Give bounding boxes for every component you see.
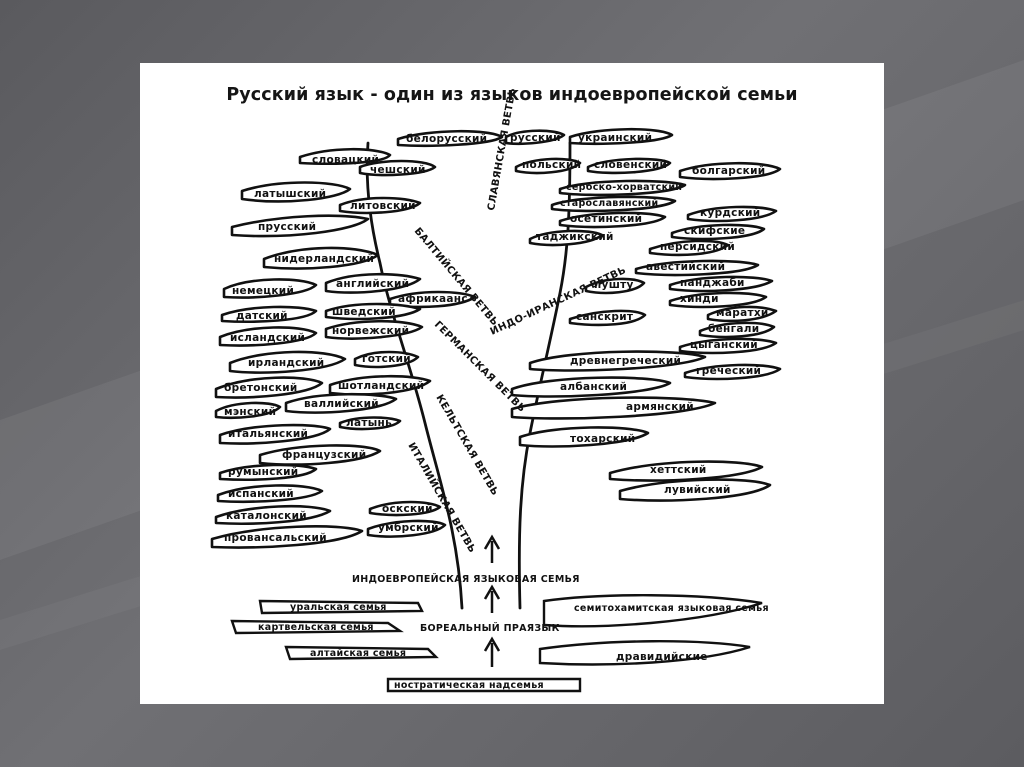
root-ribbons [230,594,763,693]
lang-label: чешский [370,164,426,176]
lang-label: русский [510,132,561,144]
lang-label: английский [336,278,409,290]
right-leaves [396,127,782,502]
lang-label: румынский [228,466,298,478]
lang-label: валлийский [304,398,379,410]
lang-label: армянский [626,401,694,413]
lang-label: оскский [382,503,433,515]
branch-indo-iranian: ИНДО-ИРАНСКАЯ ВЕТВЬ [489,265,628,338]
lang-label: немецкий [232,285,294,297]
lang-label: албанский [560,381,627,393]
root-altaic: алтайская семья [310,648,406,659]
root-nostratic: ностратическая надсемья [394,680,544,691]
lang-label: лувийский [664,484,731,496]
lang-label: ирландский [248,357,324,369]
lang-label: нидерландский [274,253,374,265]
language-tree-diagram: СЛАВЯНСКАЯ ВЕТВЬ БАЛТИЙСКАЯ ВЕТВЬ ГЕРМАН… [210,87,782,693]
lang-label: тохарский [570,433,635,445]
slide-card: Русский язык - один из языков индоевропе… [140,63,884,704]
lang-label: дравидийские [616,651,708,663]
right-language-labels: белорусский русский украинский польский … [406,132,769,663]
lang-label: украинский [578,132,652,144]
lang-label: умбрский [378,522,439,534]
root-indo-european: ИНДОЕВРОПЕЙСКАЯ ЯЗЫКОВАЯ СЕМЬЯ [352,573,580,585]
lang-label: датский [236,310,288,322]
lang-label: прусский [258,221,316,233]
lang-label: таджикский [536,231,614,243]
lang-label: латышский [254,188,326,200]
lang-label: каталонский [226,510,307,522]
lang-label: готский [362,353,411,365]
root-kartvelian: картвельская семья [258,622,374,633]
lang-label: маратхи [716,307,769,319]
lang-label: польский [522,159,581,171]
left-language-labels: словацкий чешский латышский литовский пр… [224,154,468,544]
lang-label: исландский [230,332,305,344]
lang-label: осетинский [570,213,642,225]
lang-label: хинди [680,293,719,305]
branch-celtic: КЕЛЬТСКАЯ ВЕТВЬ [433,393,500,498]
lang-label: авестийский [646,261,725,273]
lang-label: хеттский [650,464,707,476]
upward-arrows [483,534,501,667]
left-leaves [210,147,477,549]
lang-label: болгарский [692,165,765,177]
lang-label: латынь [346,417,392,429]
lang-label: персидский [660,241,735,253]
lang-label: бретонский [224,382,298,394]
root-semitic-text: семитохамитская языковая семья [574,603,769,614]
slide-title: Русский язык - один из языков индоевропе… [226,85,798,105]
branch-baltic: БАЛТИЙСКАЯ ВЕТВЬ [412,225,502,329]
lang-label: норвежский [332,325,409,337]
lang-label: литовский [350,200,416,212]
root-semitic: семитохамитская языковая семья [574,603,769,614]
lang-label: греческий [696,365,761,377]
lang-label: скифские [684,225,745,237]
lang-label: древнегреческий [570,355,681,367]
lang-label: провансальский [224,532,327,544]
lang-label: панджаби [680,277,745,289]
lang-label: сербско-хорватский [566,182,682,193]
lang-label: цыганский [690,339,758,351]
lang-label: словенский [594,159,667,171]
lang-label: пушту [594,279,634,291]
lang-label: санскрит [576,311,634,323]
lang-label: мэнский [224,406,276,418]
lang-label: шведский [332,306,396,318]
root-borean: БОРЕАЛЬНЫЙ ПРАЯЗЫК [420,622,560,634]
lang-label: курдский [700,207,760,219]
lang-label: белорусский [406,133,487,145]
lang-label: бенгали [708,323,759,335]
lang-label: словацкий [312,154,379,166]
lang-label: шотландский [338,380,424,392]
lang-label: старославянский [560,198,658,209]
root-uralic: уральская семья [290,602,387,613]
lang-label: испанский [228,488,294,500]
lang-label: африкаанс [398,293,468,305]
lang-label: французский [282,449,366,461]
lang-label: итальянский [228,428,308,440]
branch-slavic: СЛАВЯНСКАЯ ВЕТВЬ [486,87,518,211]
